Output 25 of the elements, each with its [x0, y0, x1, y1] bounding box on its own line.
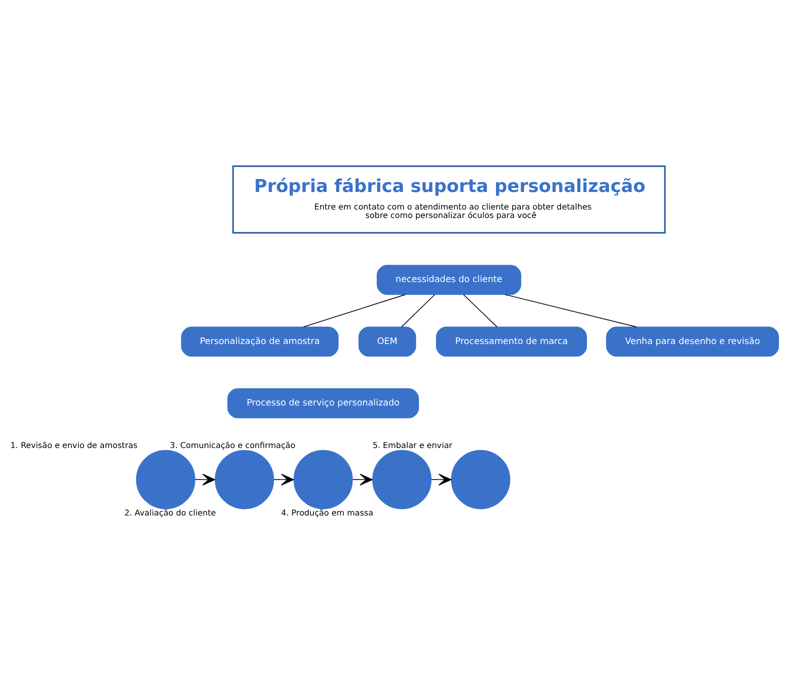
node-label: 4. Produção em massa — [281, 507, 374, 518]
node-circle — [214, 450, 274, 510]
node-label: 1. Revisão e envio de amostras — [10, 440, 138, 450]
node-box: OEM — [358, 326, 416, 357]
node-box: Processo de serviço personalizado — [227, 388, 419, 418]
node-box: Própria fábrica suporta personalização Entre em contato com o atendimento ao cliente para obter detalhes sobre como personalizar óculos para você — [232, 165, 666, 234]
connector — [303, 294, 406, 328]
node-label: 2. Avaliação do cliente — [124, 507, 216, 518]
connector — [401, 294, 436, 328]
node-circle — [451, 450, 510, 510]
arrow — [194, 474, 216, 486]
connector — [504, 294, 637, 328]
arrow — [431, 474, 452, 486]
arrow — [274, 474, 294, 486]
node-circle — [372, 450, 432, 510]
connector — [463, 294, 498, 328]
arrow — [352, 474, 373, 486]
node-box: Processamento de marca — [436, 326, 587, 357]
node-box: necessidades do cliente — [376, 264, 522, 295]
node-circle — [136, 450, 196, 510]
node-box: Personalização de amostra — [181, 326, 339, 357]
node-box: Venha para desenho e revisão — [606, 326, 779, 357]
node-label: 5. Embalar e enviar — [372, 440, 452, 450]
node-circle — [294, 450, 353, 510]
node-label: 3. Comunicação e confirmação — [170, 440, 296, 450]
